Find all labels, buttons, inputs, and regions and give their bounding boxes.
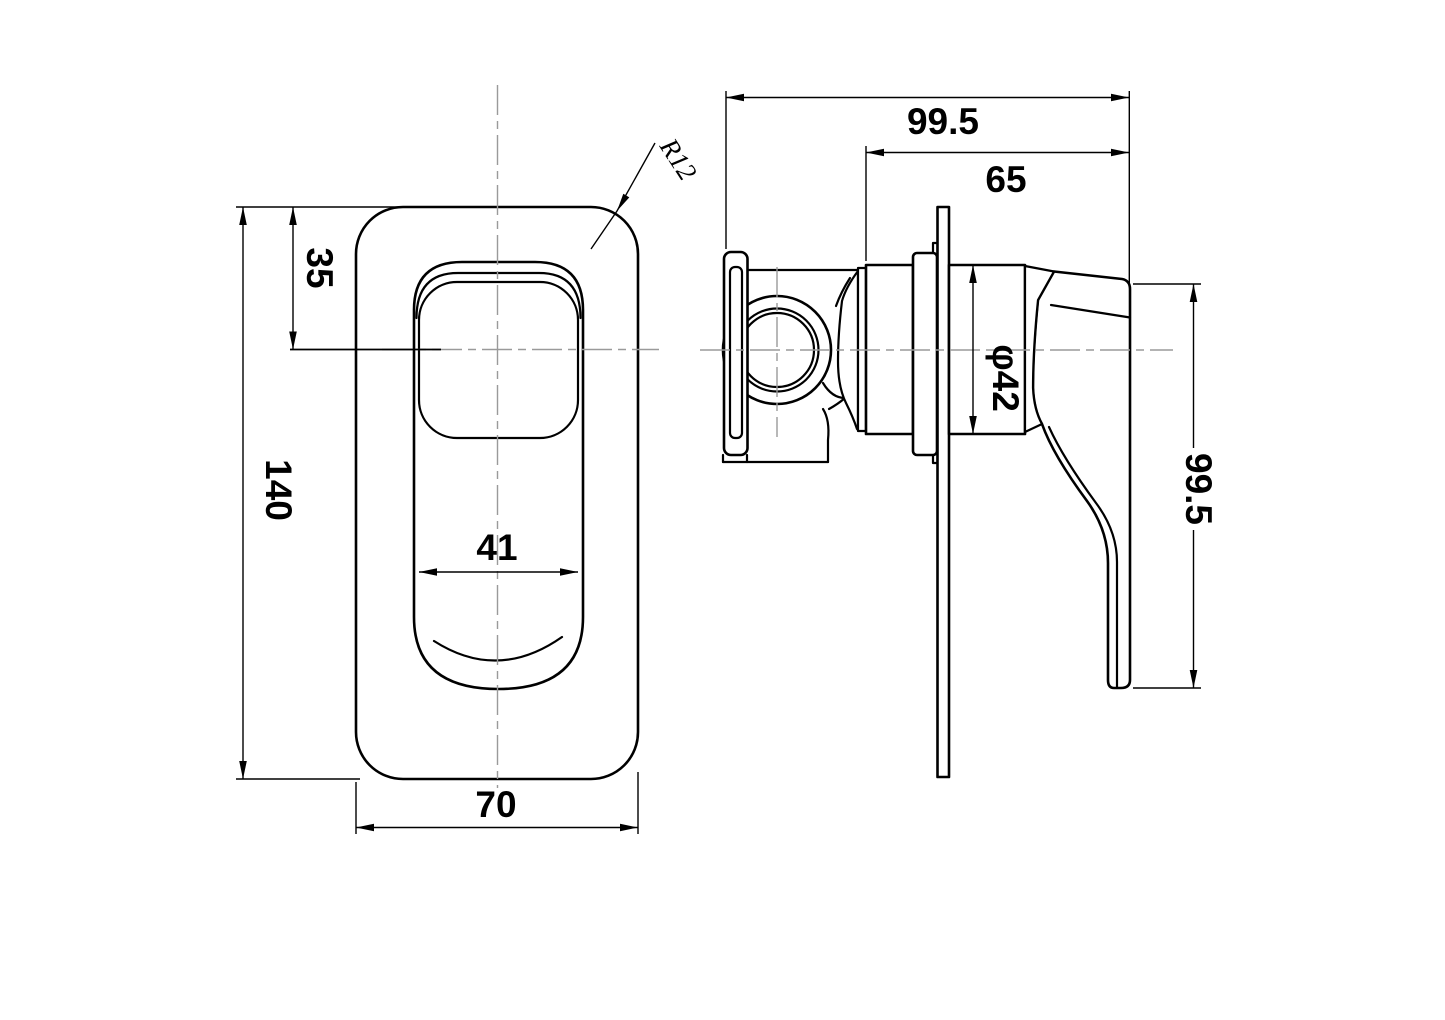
side-view: 99.5 65 φ42 99.5 bbox=[700, 91, 1219, 779]
valve-body-block bbox=[721, 268, 859, 464]
dim-handle-offset-35: 35 bbox=[289, 207, 441, 351]
valve-neck-funnel bbox=[836, 269, 860, 432]
arrowhead bbox=[289, 207, 297, 225]
arrowhead bbox=[620, 823, 638, 832]
arrowhead bbox=[969, 416, 977, 434]
dim-text-phi42: φ42 bbox=[985, 344, 1026, 412]
funnel-foot-curve2 bbox=[827, 396, 847, 411]
mounting-bracket-slot bbox=[728, 265, 744, 440]
arrowhead bbox=[1111, 93, 1129, 102]
arrowhead bbox=[866, 148, 884, 157]
dim-text-35: 35 bbox=[299, 247, 340, 288]
dim-text-99_5-right: 99.5 bbox=[1178, 453, 1219, 525]
arrowhead bbox=[617, 193, 630, 211]
dim-handle-width-41: 41 bbox=[419, 527, 578, 576]
handle-cap-face bbox=[417, 280, 580, 440]
arrowhead bbox=[560, 568, 578, 576]
handle-lever-front-outline bbox=[412, 260, 585, 691]
handle-front-face-line bbox=[1047, 425, 1119, 690]
handle-lever-side-outline bbox=[1031, 270, 1132, 690]
dim-plate-height-140: 140 bbox=[236, 206, 403, 780]
front-view: 140 35 41 70 R bbox=[236, 85, 703, 834]
dim-text-R12: R12 bbox=[653, 132, 702, 186]
arrowhead bbox=[239, 207, 247, 225]
dim-handle-length-99_5: 99.5 bbox=[1133, 283, 1219, 689]
dim-handle-projection-65: 65 bbox=[865, 146, 1129, 261]
dim-total-depth-99_5: 99.5 bbox=[725, 91, 1130, 284]
dim-text-65: 65 bbox=[985, 159, 1026, 200]
wall-flange bbox=[911, 251, 939, 457]
arrowhead bbox=[239, 761, 247, 779]
dim-text-99_5-top: 99.5 bbox=[907, 101, 979, 142]
arrowhead bbox=[1111, 148, 1129, 157]
arrowhead bbox=[1189, 670, 1198, 688]
dim-plate-width-70: 70 bbox=[355, 772, 639, 834]
arrowhead bbox=[289, 331, 297, 350]
handle-dome-arc bbox=[415, 271, 582, 320]
dim-text-41: 41 bbox=[476, 527, 517, 568]
arrowhead bbox=[356, 823, 374, 832]
neck-accent-line bbox=[834, 276, 852, 308]
dim-text-70: 70 bbox=[475, 784, 516, 825]
dim-text-140: 140 bbox=[258, 459, 299, 521]
arrowhead bbox=[1189, 284, 1198, 302]
dim-trim-diameter-42: φ42 bbox=[969, 265, 1026, 434]
handle-top-face-line bbox=[1049, 303, 1132, 319]
arrowhead bbox=[726, 93, 744, 102]
arrowhead bbox=[419, 568, 437, 576]
body-step-edge bbox=[821, 407, 830, 464]
arrowhead bbox=[969, 265, 977, 283]
handle-base-cone bbox=[1023, 264, 1056, 434]
cover-plate-side-edge bbox=[936, 205, 951, 779]
dim-corner-radius-R12: R12 bbox=[590, 132, 703, 250]
